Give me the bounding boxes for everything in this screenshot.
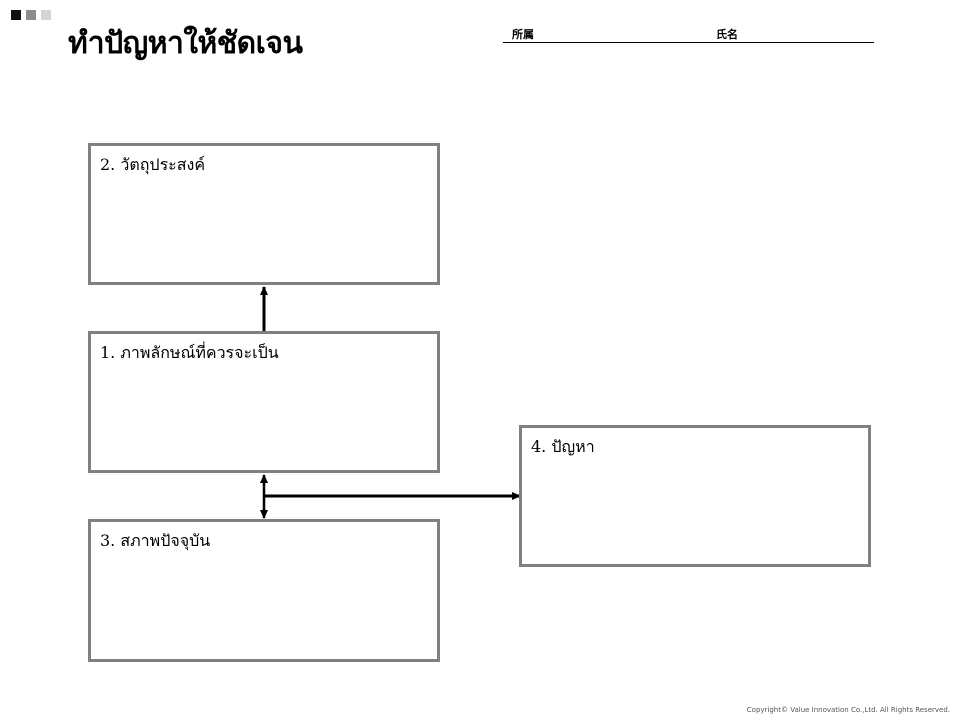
problem-box: 4. ปัญหา [519,425,871,567]
department-label: 所属 [512,28,534,41]
page-title: ทำปัญหาให้ชัดเจน [68,26,303,61]
problem-label: 4. ปัญหา [531,437,595,456]
ideal-state-label: 1. ภาพลักษณ์ที่ควรจะเป็น [100,343,279,362]
name-label: 氏名 [716,28,738,41]
ideal-state-box: 1. ภาพลักษณ์ที่ควรจะเป็น [88,331,440,473]
decor-square-light [41,10,51,20]
current-state-box: 3. สภาพปัจจุบัน [88,519,440,662]
decor-square-mid [26,10,36,20]
copyright-notice: Copyright© Value Innovation Co.,Ltd. All… [746,706,950,714]
objective-box: 2. วัตถุประสงค์ [88,143,440,285]
decor-square-dark [11,10,21,20]
objective-label: 2. วัตถุประสงค์ [100,155,206,174]
signature-line [503,42,874,43]
current-state-label: 3. สภาพปัจจุบัน [100,531,211,550]
